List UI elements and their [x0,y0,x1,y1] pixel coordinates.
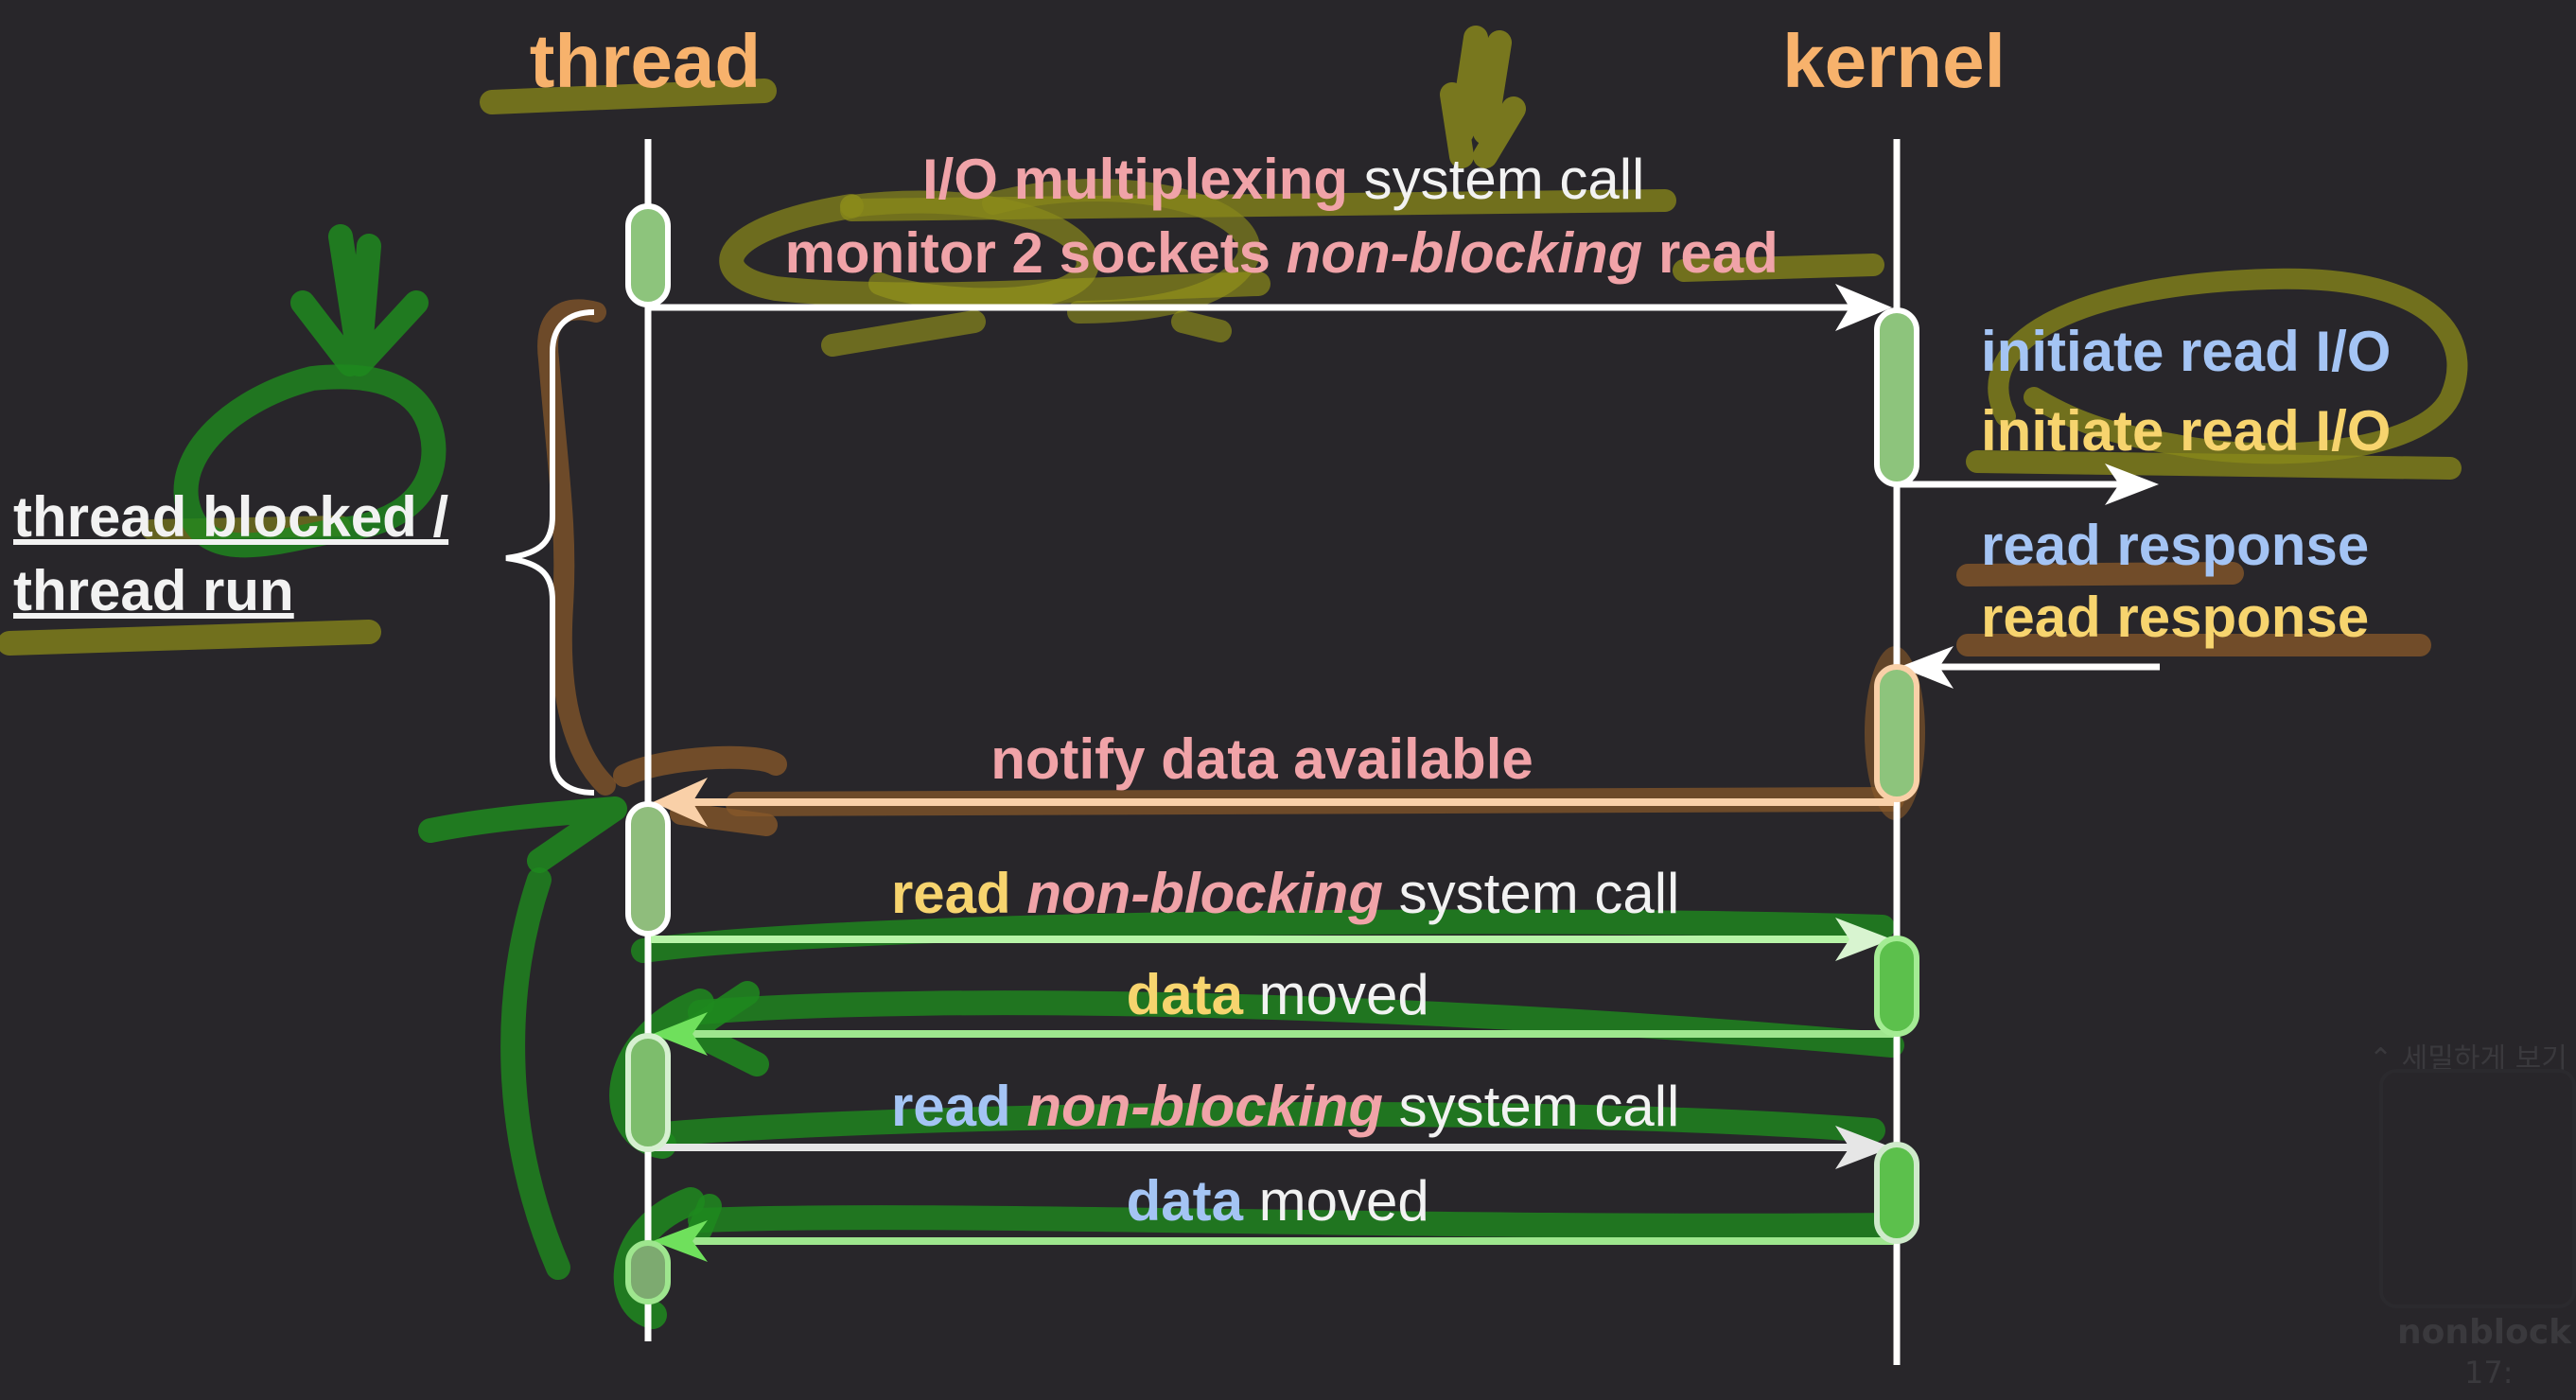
olive-tail-1 [821,310,986,357]
preview-time: 17: [2464,1355,2514,1391]
preview-title: nonblock [2397,1313,2572,1352]
arrow-read-call-1 [651,918,1892,961]
brace [505,309,595,796]
multiplex-call-part1: I/O multiplexing [922,148,1348,211]
thread-activation-4 [625,1240,671,1304]
participant-thread: thread [530,19,762,103]
read-call-2-part1: read [891,1075,1026,1138]
read-call-2-part3: system call [1383,1075,1679,1138]
data-moved-2-part1: data [1127,1169,1244,1233]
brown-underline-response-1 [1956,562,2244,586]
labels: thread kernel I/O multiplexing system ca… [13,19,2391,1233]
olive-scribble-top [1440,26,1526,168]
side-note-line1: thread blocked / [13,485,448,549]
read-call-1-part1: read [891,862,1026,925]
arrow-initiate-read [1900,464,2159,505]
arrow-read-response [1900,646,2160,689]
side-note-line2: thread run [13,559,294,622]
kernel-activation-1 [1874,307,1919,487]
kernel-activation-2 [1874,664,1919,802]
olive-underline-system-call [840,189,1676,221]
multiplex-call-part2: system call [1348,148,1644,211]
green-arrow-to-thread [418,796,627,873]
message-read-call-2: read non-blocking system call [780,1075,1759,1138]
kernel-activation-3 [1874,936,1919,1037]
kernel-note-initiate-1: initiate read I/O [1981,320,2391,383]
monitor-part1: monitor 2 sockets [785,221,1287,285]
data-moved-2-part2: moved [1243,1169,1429,1233]
kernel-note-initiate-2: initiate read I/O [1981,399,2391,463]
green-underline-data-1 [688,990,1904,1058]
olive-loop-monitor [719,194,1270,307]
arrows [651,284,2160,1262]
olive-underline-thread-run [0,620,381,656]
message-data-moved-2: data moved [1016,1169,1508,1233]
green-underline-read-2 [640,1102,1885,1147]
arrow-data-moved-2 [653,1220,1894,1262]
olive-tail-2 [1171,310,1232,342]
monitor-part2: non-blocking [1287,221,1643,285]
green-arrow-down-mark [290,224,429,376]
message-data-moved-1: data moved [1016,963,1508,1026]
brown-brace-trace [537,299,616,796]
kernel-note-response-2: read response [1981,586,2369,649]
green-arrow-thread-3 [678,981,769,1076]
video-hover-preview[interactable]: ⌃ 세밀하게 보기 nonblock 17: [2270,1022,2576,1400]
kernel-note-response-1: read response [1981,514,2369,577]
thread-activation-1 [625,203,671,307]
message-multiplex-call: I/O multiplexing system call [812,148,1723,211]
message-notify: notify data available [990,727,1533,791]
olive-underline-thread [480,79,777,114]
read-call-1-part2: non-blocking [1026,862,1383,925]
read-call-1-part3: system call [1383,862,1679,925]
read-call-2-part2: non-blocking [1026,1075,1383,1138]
green-curve-left [500,867,570,1280]
participant-kernel: kernel [1782,19,2006,103]
activations [625,203,1919,1304]
arrow-read-call-2 [651,1126,1892,1169]
arrow-notify [653,778,1894,827]
data-moved-1-part1: data [1127,963,1244,1026]
message-read-call-1: read non-blocking system call [780,862,1759,925]
green-underline-data-2 [688,1205,1904,1238]
data-moved-1-part2: moved [1243,963,1429,1026]
olive-underline-read [1673,254,1884,282]
preview-card[interactable] [2379,1069,2576,1308]
monitor-part3: read [1642,221,1778,285]
arrow-data-moved-1 [653,1012,1894,1056]
arrow-multiplex-call [651,284,1892,331]
message-monitor: monitor 2 sockets non-blocking read [675,221,1857,285]
kernel-activation-4 [1874,1142,1919,1244]
thread-activation-2 [625,801,671,936]
olive-underline-initiate [1966,450,2462,480]
olive-circle-initiate [1988,268,2468,464]
green-loop-thread-blocked [173,364,447,558]
sequence-diagram: thread kernel I/O multiplexing system ca… [0,19,2468,1365]
thread-activation-3 [625,1033,671,1152]
